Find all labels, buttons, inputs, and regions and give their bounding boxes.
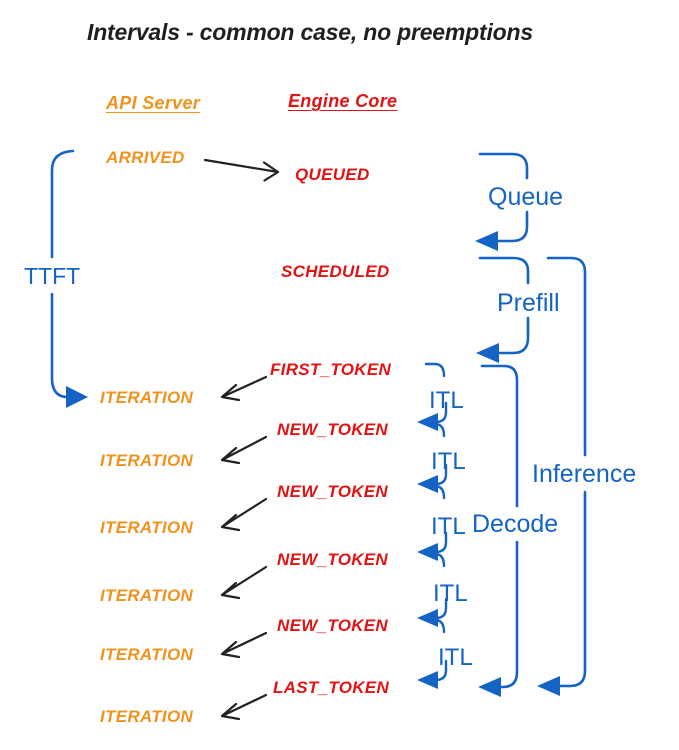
diagram-title: Intervals - common case, no preemptions bbox=[87, 19, 533, 45]
new-token-label-3: NEW_TOKEN bbox=[277, 550, 389, 569]
arrow-new-token-2-to-iteration bbox=[220, 497, 268, 532]
iteration-label-5: ITERATION bbox=[100, 645, 194, 664]
prefill-bracket bbox=[478, 256, 530, 355]
event-first-token: FIRST_TOKEN bbox=[270, 360, 392, 379]
iteration-label-4: ITERATION bbox=[100, 586, 194, 605]
event-arrived: ARRIVED bbox=[106, 148, 185, 167]
column-header-api-server: API Server bbox=[106, 93, 201, 113]
itl-label-1: ITL bbox=[429, 387, 464, 414]
decode-arrowhead-icon bbox=[478, 677, 501, 697]
arrow-new-token-3-to-iteration bbox=[220, 565, 268, 600]
inference-bracket bbox=[546, 256, 587, 688]
column-header-engine-core: Engine Core bbox=[288, 91, 398, 111]
inference-arrowhead-icon bbox=[537, 676, 560, 696]
queue-bracket bbox=[478, 152, 529, 243]
itl-arrowhead-2-icon bbox=[417, 475, 438, 493]
event-scheduled: SCHEDULED bbox=[281, 262, 390, 281]
interval-decode: Decode bbox=[472, 510, 559, 538]
itl-brackets bbox=[417, 362, 448, 689]
itl-label-5: ITL bbox=[438, 644, 473, 671]
itl-arrowhead-4-icon bbox=[417, 609, 438, 627]
interval-ttft: TTFT bbox=[24, 263, 81, 289]
arrow-last-token-to-iteration bbox=[220, 693, 268, 721]
new-token-label-1: NEW_TOKEN bbox=[277, 420, 389, 439]
itl-label-3: ITL bbox=[431, 513, 466, 540]
arrow-first-token-to-iteration bbox=[220, 375, 268, 402]
event-last-token: LAST_TOKEN bbox=[273, 678, 390, 697]
new-token-label-4: NEW_TOKEN bbox=[277, 616, 389, 635]
ttft-arrowhead-icon bbox=[66, 386, 88, 408]
event-queued: QUEUED bbox=[295, 165, 370, 184]
interval-inference: Inference bbox=[532, 460, 637, 488]
prefill-arrowhead-icon bbox=[476, 343, 499, 363]
arrow-arrived-to-queued bbox=[203, 158, 280, 182]
interval-prefill: Prefill bbox=[497, 289, 560, 317]
iteration-label-6: ITERATION bbox=[100, 707, 194, 726]
itl-arrowhead-5-icon bbox=[417, 671, 438, 689]
itl-arrowhead-3-icon bbox=[417, 543, 438, 561]
decode-bracket bbox=[480, 364, 519, 689]
interval-queue: Queue bbox=[488, 183, 564, 211]
iteration-label-1: ITERATION bbox=[100, 388, 194, 407]
itl-label-2: ITL bbox=[431, 448, 466, 475]
itl-label-4: ITL bbox=[433, 580, 468, 607]
black-arrows bbox=[203, 158, 280, 721]
ttft-bracket bbox=[50, 149, 75, 399]
arrow-new-token-1-to-iteration bbox=[220, 435, 268, 465]
queue-arrowhead-icon bbox=[475, 231, 498, 251]
itl-arrowhead-1-icon bbox=[417, 413, 438, 431]
iteration-label-2: ITERATION bbox=[100, 451, 194, 470]
arrow-new-token-4-to-iteration bbox=[220, 631, 268, 659]
new-token-label-2: NEW_TOKEN bbox=[277, 482, 389, 501]
blue-brackets bbox=[50, 149, 587, 697]
iteration-label-3: ITERATION bbox=[100, 518, 194, 537]
